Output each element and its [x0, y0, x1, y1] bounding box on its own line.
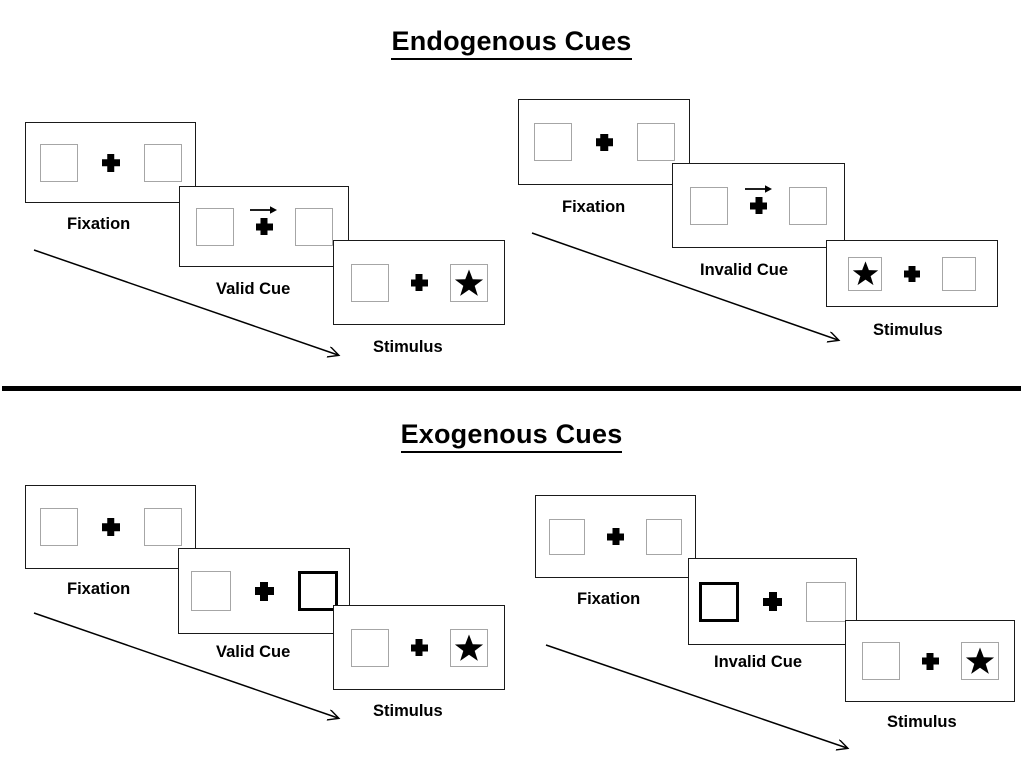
caption-exogenous-invalid-fixation: Fixation: [577, 590, 641, 608]
placeholder-box: [636, 123, 675, 161]
page-title-endogenous: Endogenous Cues: [0, 26, 1023, 60]
arrow-right-icon: [250, 205, 278, 215]
placeholder-box: [294, 207, 333, 246]
plus-icon: [763, 592, 782, 611]
caption-endogenous-valid-cue: Valid Cue: [216, 280, 291, 298]
star-icon: [962, 643, 998, 679]
panel-exogenous-valid-stimulus: [333, 605, 505, 690]
plus-icon: [101, 518, 120, 536]
cued-box: [297, 571, 338, 611]
panel-exogenous-valid-fixation: [25, 485, 196, 569]
stimulus-array: [690, 184, 827, 225]
fixation-point: [921, 642, 939, 680]
section-title-text: Exogenous Cues: [400, 419, 623, 453]
fixation-point: [763, 582, 782, 622]
stimulus-array: [39, 143, 182, 182]
placeholder-box: [942, 256, 976, 291]
placeholder-box: [143, 143, 182, 182]
plus-icon: [101, 153, 120, 172]
fixation-point: [410, 629, 428, 667]
panel-endogenous-valid-stimulus: [333, 240, 505, 325]
fixation-point: [254, 571, 274, 611]
fixation-point: [744, 184, 772, 225]
plus-icon: [255, 218, 273, 235]
stimulus-array: [549, 518, 682, 555]
time-arrow-exogenous-invalid: [542, 640, 867, 760]
panel-exogenous-invalid-stimulus: [845, 620, 1015, 702]
fixation-point: [595, 123, 613, 161]
fixation-point: [904, 257, 920, 291]
caption-exogenous-invalid-stimulus: Stimulus: [887, 713, 957, 731]
fixation-point: [101, 508, 120, 546]
panel-exogenous-invalid-cue: [688, 558, 857, 645]
stimulus-array: [39, 508, 182, 546]
plus-icon: [750, 197, 767, 214]
stimulus-array: [848, 256, 976, 291]
fixation-point: [410, 264, 428, 302]
target-box-with-star: [449, 628, 488, 667]
plus-icon: [410, 639, 428, 656]
caption-exogenous-invalid-cue: Invalid Cue: [714, 653, 803, 671]
caption-endogenous-invalid-stimulus: Stimulus: [873, 321, 943, 339]
page-title-exogenous: Exogenous Cues: [0, 419, 1023, 453]
placeholder-box: [350, 628, 389, 667]
section-title-text: Endogenous Cues: [391, 26, 632, 60]
panel-endogenous-invalid-cue: [672, 163, 845, 248]
placeholder-box: [789, 186, 827, 225]
panel-endogenous-valid-fixation: [25, 122, 196, 203]
placeholder-box: [39, 508, 78, 546]
plus-icon: [254, 581, 274, 601]
placeholder-box: [861, 642, 900, 680]
stimulus-array: [350, 628, 488, 667]
caption-exogenous-valid-fixation: Fixation: [67, 580, 131, 598]
stimulus-array: [190, 571, 338, 611]
star-icon: [849, 258, 881, 290]
cued-box: [699, 581, 739, 622]
caption-endogenous-valid-stimulus: Stimulus: [373, 338, 443, 356]
fixation-point: [250, 205, 277, 246]
placeholder-box: [39, 143, 78, 182]
stimulus-array: [195, 205, 333, 246]
stimulus-array: [861, 642, 999, 680]
placeholder-box: [350, 263, 389, 302]
plus-icon: [607, 528, 624, 545]
stimulus-array: [699, 581, 846, 622]
plus-icon: [921, 652, 939, 670]
plus-icon: [595, 133, 613, 151]
plus-icon: [410, 274, 428, 291]
stimulus-array: [350, 263, 488, 302]
caption-exogenous-valid-cue: Valid Cue: [216, 643, 291, 661]
placeholder-box: [690, 186, 728, 225]
placeholder-box: [195, 207, 234, 246]
panel-endogenous-invalid-fixation: [518, 99, 690, 185]
plus-icon: [904, 265, 920, 282]
placeholder-box: [806, 581, 846, 622]
caption-endogenous-valid-fixation: Fixation: [67, 215, 131, 233]
panel-endogenous-valid-cue: [179, 186, 349, 267]
panel-exogenous-invalid-fixation: [535, 495, 696, 578]
target-box-with-star: [449, 263, 488, 302]
caption-endogenous-invalid-fixation: Fixation: [562, 198, 626, 216]
placeholder-box: [533, 123, 572, 161]
star-icon: [451, 630, 487, 666]
target-box-with-star: [960, 642, 999, 680]
placeholder-box: [190, 571, 231, 611]
placeholder-box: [646, 518, 682, 555]
panel-endogenous-invalid-stimulus: [826, 240, 998, 307]
section-divider: [2, 386, 1021, 391]
arrow-right-icon: [744, 184, 773, 194]
fixation-point: [607, 519, 624, 555]
caption-endogenous-invalid-cue: Invalid Cue: [700, 261, 789, 279]
placeholder-box: [143, 508, 182, 546]
stimulus-array: [533, 123, 675, 161]
caption-exogenous-valid-stimulus: Stimulus: [373, 702, 443, 720]
placeholder-box: [549, 518, 585, 555]
fixation-point: [101, 144, 120, 182]
star-icon: [451, 265, 487, 301]
panel-exogenous-valid-cue: [178, 548, 350, 634]
target-box-with-star: [848, 256, 882, 291]
